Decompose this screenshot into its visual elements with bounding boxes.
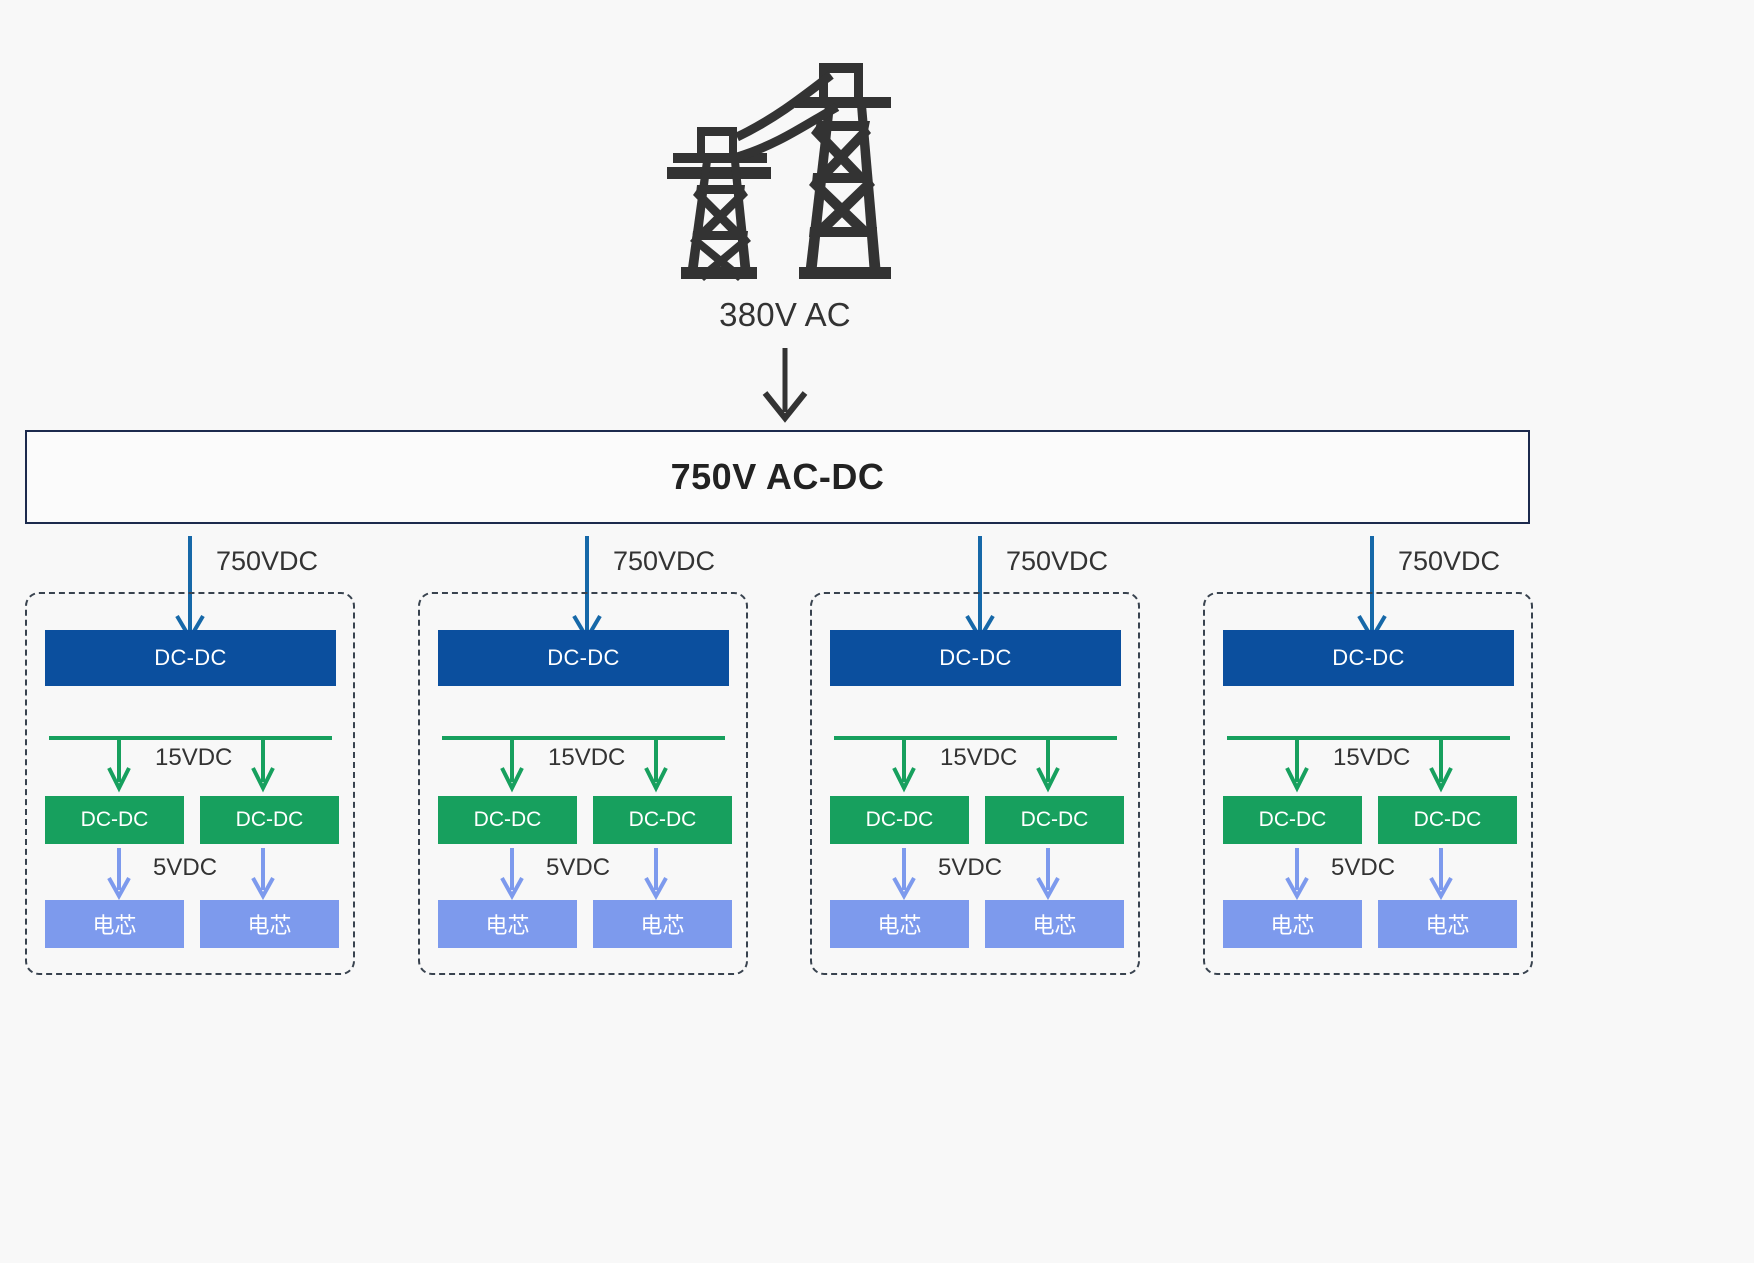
cell-label-1b: 电芯	[247, 913, 292, 938]
bus-15v-3: 15VDC	[832, 734, 1119, 796]
feed-1: 750VDC	[170, 536, 400, 652]
transmission-tower-icon	[665, 45, 915, 285]
feed-label-3: 750VDC	[1006, 546, 1109, 576]
dcdc-secondary-row-1: DC-DC DC-DC	[45, 796, 339, 844]
cell-3b: 电芯	[985, 900, 1124, 948]
dcdc-secondary-label-1b: DC-DC	[235, 808, 304, 831]
cell-4b: 电芯	[1378, 900, 1517, 948]
dcdc-primary-label-3: DC-DC	[939, 645, 1012, 670]
cell-row-3: 电芯 电芯	[830, 900, 1124, 948]
bus-15v-2: 15VDC	[440, 734, 727, 796]
dcdc-secondary-label-4a: DC-DC	[1258, 808, 1327, 831]
bus-label-1: 15VDC	[155, 744, 233, 771]
drop-5v-1: 5VDC	[47, 846, 334, 904]
cell-row-4: 电芯 电芯	[1223, 900, 1517, 948]
dcdc-primary-3: DC-DC	[830, 630, 1121, 686]
drop-label-2: 5VDC	[546, 854, 611, 881]
cell-2b: 电芯	[593, 900, 732, 948]
dcdc-primary-label-4: DC-DC	[1332, 645, 1405, 670]
cell-3a: 电芯	[830, 900, 969, 948]
cell-row-2: 电芯 电芯	[438, 900, 732, 948]
drop-5v-2: 5VDC	[440, 846, 727, 904]
dcdc-secondary-4a: DC-DC	[1223, 796, 1362, 844]
dcdc-primary-4: DC-DC	[1223, 630, 1514, 686]
bus-label-4: 15VDC	[1333, 744, 1411, 771]
drop-label-4: 5VDC	[1331, 854, 1396, 881]
bus-label-2: 15VDC	[548, 744, 626, 771]
dcdc-secondary-row-3: DC-DC DC-DC	[830, 796, 1124, 844]
cell-label-3a: 电芯	[877, 913, 922, 938]
dcdc-secondary-2b: DC-DC	[593, 796, 732, 844]
dcdc-secondary-3a: DC-DC	[830, 796, 969, 844]
dcdc-secondary-label-1a: DC-DC	[80, 808, 149, 831]
dcdc-secondary-label-3b: DC-DC	[1020, 808, 1089, 831]
drop-5v-3: 5VDC	[832, 846, 1119, 904]
dcdc-secondary-row-2: DC-DC DC-DC	[438, 796, 732, 844]
cell-label-4a: 电芯	[1270, 913, 1315, 938]
ac-dc-converter-bar: 750V AC-DC	[25, 430, 1530, 524]
dcdc-secondary-row-4: DC-DC DC-DC	[1223, 796, 1517, 844]
rack-group-1: DC-DC 15VDC DC-DC DC-DC	[25, 592, 355, 975]
feed-2: 750VDC	[567, 536, 797, 652]
dcdc-secondary-label-2a: DC-DC	[473, 808, 542, 831]
rack-group-2: DC-DC 15VDC DC-DC DC-DC	[418, 592, 748, 975]
dcdc-secondary-label-3a: DC-DC	[865, 808, 934, 831]
feed-4: 750VDC	[1352, 536, 1582, 652]
cell-label-2a: 电芯	[485, 913, 530, 938]
feed-label-4: 750VDC	[1398, 546, 1501, 576]
cell-1a: 电芯	[45, 900, 184, 948]
cell-1b: 电芯	[200, 900, 339, 948]
dcdc-primary-1: DC-DC	[45, 630, 336, 686]
cell-label-1a: 电芯	[92, 913, 137, 938]
cell-4a: 电芯	[1223, 900, 1362, 948]
dcdc-secondary-3b: DC-DC	[985, 796, 1124, 844]
rack-group-3: DC-DC 15VDC DC-DC DC-DC	[810, 592, 1140, 975]
drop-label-3: 5VDC	[938, 854, 1003, 881]
drop-5v-4: 5VDC	[1225, 846, 1512, 904]
source-voltage-label: 380V AC	[719, 296, 851, 333]
bus-15v-1: 15VDC	[47, 734, 334, 796]
bus-label-3: 15VDC	[940, 744, 1018, 771]
rack-group-4: DC-DC 15VDC DC-DC DC-DC	[1203, 592, 1533, 975]
cell-row-1: 电芯 电芯	[45, 900, 339, 948]
dcdc-secondary-1a: DC-DC	[45, 796, 184, 844]
bus-15v-4: 15VDC	[1225, 734, 1512, 796]
drop-label-1: 5VDC	[153, 854, 218, 881]
dcdc-primary-label-1: DC-DC	[154, 645, 227, 670]
dcdc-primary-2: DC-DC	[438, 630, 729, 686]
cell-label-3b: 电芯	[1032, 913, 1077, 938]
dcdc-secondary-label-2b: DC-DC	[628, 808, 697, 831]
source-down-arrow-icon	[735, 348, 835, 424]
ac-dc-label: 750V AC-DC	[670, 456, 885, 497]
cell-label-2b: 电芯	[640, 913, 685, 938]
feed-label-1: 750VDC	[216, 546, 319, 576]
dcdc-primary-label-2: DC-DC	[547, 645, 620, 670]
cell-2a: 电芯	[438, 900, 577, 948]
feed-label-2: 750VDC	[613, 546, 716, 576]
cell-label-4b: 电芯	[1425, 913, 1470, 938]
dcdc-secondary-2a: DC-DC	[438, 796, 577, 844]
dcdc-secondary-1b: DC-DC	[200, 796, 339, 844]
dcdc-secondary-4b: DC-DC	[1378, 796, 1517, 844]
dcdc-secondary-label-4b: DC-DC	[1413, 808, 1482, 831]
feed-3: 750VDC	[960, 536, 1190, 652]
